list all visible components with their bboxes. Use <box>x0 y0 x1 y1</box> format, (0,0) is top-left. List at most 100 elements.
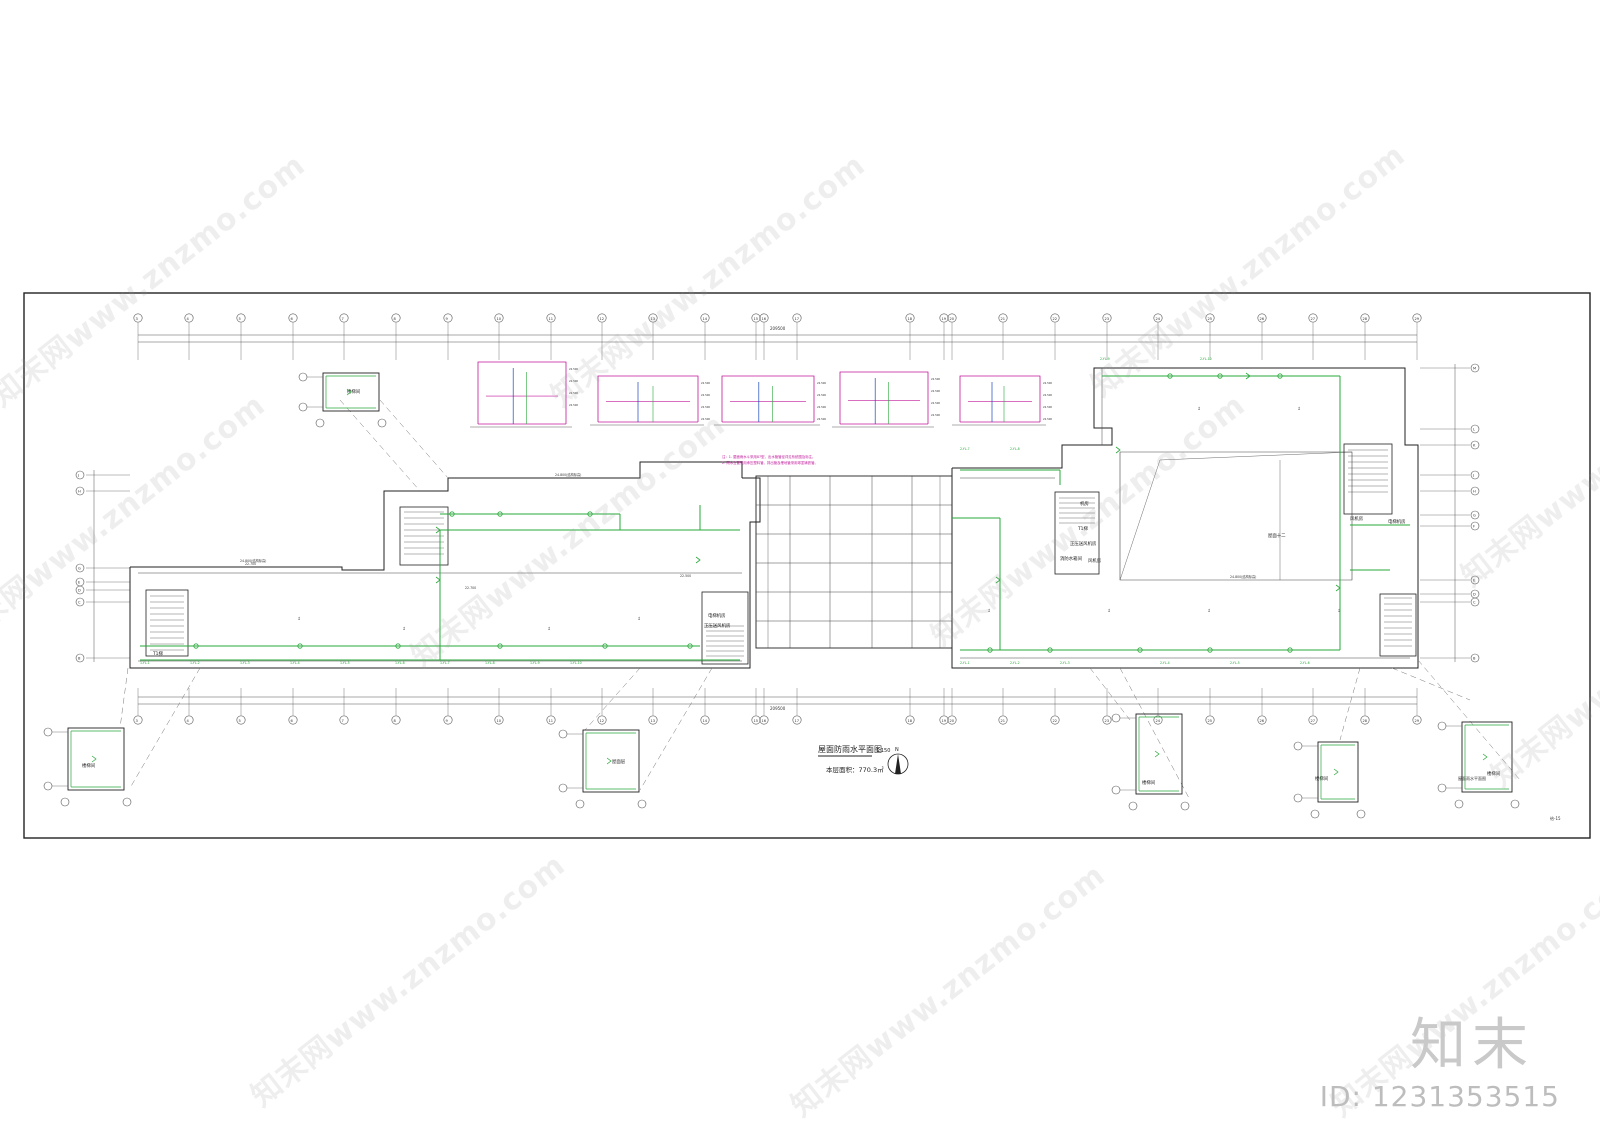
axis-bubble-detail <box>1310 809 1320 819</box>
axis-label-bottom: 12 <box>600 719 605 723</box>
axis-label-top: 3 <box>136 317 138 321</box>
axis-label-right: B <box>1473 657 1476 661</box>
leader-line <box>119 667 129 729</box>
axis-bubble-detail <box>377 418 387 428</box>
design-note-1: 注：1. 屋面雨水斗采用87型，出水管管径详见系统图及标注。 <box>722 454 815 459</box>
axis-bubble-top <box>998 313 1008 323</box>
drain-mark: LL <box>987 608 991 612</box>
roof-drain-icon <box>395 643 401 649</box>
axis-bubble-left <box>75 470 85 480</box>
axis-bubble-left <box>75 585 85 595</box>
axis-bubble-top <box>759 313 769 323</box>
roof-drain-icon <box>1137 647 1143 653</box>
axis-label-bottom: 18 <box>908 719 913 723</box>
roof-drain-icon <box>1277 373 1283 379</box>
axis-label-top: 11 <box>549 317 554 321</box>
axis-bubble-bottom <box>759 715 769 725</box>
axis-label-bottom: 4 <box>187 719 190 723</box>
leader-line <box>1339 667 1361 741</box>
slope-line <box>1119 459 1161 581</box>
axis-bubble-top <box>1257 313 1267 323</box>
stair-left <box>145 589 189 657</box>
axis-bubble-top <box>1412 313 1422 323</box>
axis-bubble-bottom <box>905 715 915 725</box>
system-elev-label: 22.500 <box>817 381 826 385</box>
axis-bubble-top <box>1205 313 1215 323</box>
axis-grid: 3344556677889910101111121213131414151516… <box>75 313 1480 725</box>
system-diagram-frame <box>959 375 1041 422</box>
axis-bubble-bottom <box>1102 715 1112 725</box>
pipe-tag: 1-YL-7 <box>440 661 450 665</box>
flow-arrow-icon <box>1245 372 1251 380</box>
stair-right-box <box>1343 443 1393 515</box>
axis-bubble-top <box>939 313 949 323</box>
axis-label-top: 18 <box>908 317 913 321</box>
elevation-label: 24.800(结构标高) <box>555 472 581 477</box>
design-note-2: 2. 雨水立管采用承压塑料管，排出管及埋地管采用球墨铸铁管。 <box>722 460 818 465</box>
roof-drain-icon <box>1047 647 1053 653</box>
axis-label-bottom: 29 <box>1415 719 1420 723</box>
axis-label-top: 14 <box>703 317 708 321</box>
system-elev-label: 22.500 <box>1043 405 1052 409</box>
axis-bubble-bottom <box>288 715 298 725</box>
axis-bubble-detail <box>1293 793 1303 803</box>
bottom-note: 屋面雨水平面图 <box>1458 775 1486 781</box>
axis-bubble-detail <box>43 727 53 737</box>
axis-bubble-top <box>339 313 349 323</box>
room-label: 正压送风机房 <box>704 622 731 629</box>
axis-bubble-right <box>1470 653 1480 663</box>
left-wing-outline <box>129 477 761 669</box>
pipe-tag: 1-YL-9 <box>530 661 540 665</box>
axis-bubble-top <box>133 313 143 323</box>
axis-bubble-detail <box>1293 741 1303 751</box>
axis-bubble-detail <box>1437 721 1447 731</box>
axis-bubble-left <box>75 653 85 663</box>
system-elev-label: 22.500 <box>817 417 826 421</box>
axis-label-top: 9 <box>446 317 449 321</box>
system-elev-label: 22.500 <box>817 405 826 409</box>
roof-drain-icon <box>1167 373 1173 379</box>
system-elev-label: 22.500 <box>931 413 940 417</box>
axis-bubble-bottom <box>700 715 710 725</box>
axis-label-top: 26 <box>1260 317 1265 321</box>
axis-bubble-detail <box>298 402 308 412</box>
roof-drain-icon <box>1217 373 1223 379</box>
north-arrow: N <box>887 747 909 775</box>
axis-bubble-detail <box>43 781 53 791</box>
axis-label-right: G <box>1473 514 1476 518</box>
roof-drain-icon <box>1207 647 1213 653</box>
leader-line <box>584 667 641 731</box>
axis-bubble-top <box>700 313 710 323</box>
pipe-tag: 2-YL-3 <box>1060 661 1070 665</box>
system-elev-label: 22.500 <box>569 379 578 383</box>
detail-plan-outline <box>1135 713 1183 795</box>
pipe-tag: 1-YL-1 <box>140 661 150 665</box>
axis-label-bottom: 16 <box>762 719 767 723</box>
axis-label-top: 5 <box>239 317 241 321</box>
elevation-label: 24.800(结构标高) <box>1230 574 1256 579</box>
axis-label-bottom: 21 <box>1001 719 1006 723</box>
stair-mid-box <box>1054 491 1100 575</box>
detail-plan-outline <box>67 727 125 791</box>
axis-label-top: 13 <box>651 317 656 321</box>
system-diagram-frame <box>597 375 699 422</box>
system-diagrams: 22.500 22.500 22.500 22.500 22.500 22.500 22.5… <box>470 361 1052 428</box>
system-elev-label: 22.500 <box>931 377 940 381</box>
axis-label-bottom: 26 <box>1260 719 1265 723</box>
axis-bubble-bottom <box>947 715 957 725</box>
axis-label-bottom: 25 <box>1208 719 1213 723</box>
axis-bubble-detail <box>1437 783 1447 793</box>
elevation-label: 22.500 <box>680 574 691 578</box>
pipe-tag: 2-YL-8 <box>1010 447 1020 451</box>
flow-arrow-icon <box>1115 446 1121 454</box>
axis-bubble-detail <box>1111 785 1121 795</box>
axis-bubble-top <box>184 313 194 323</box>
leader-line <box>339 399 421 492</box>
axis-bubble-detail <box>1510 799 1520 809</box>
pipe-tag: 2-YL-6 <box>1300 661 1310 665</box>
axis-bubble-top <box>1360 313 1370 323</box>
sheet-number: 给-15 <box>1550 815 1561 821</box>
room-label: T1梯 <box>152 650 163 657</box>
left-wing-top-wall <box>130 461 743 571</box>
drain-mark: LL <box>1297 406 1301 410</box>
